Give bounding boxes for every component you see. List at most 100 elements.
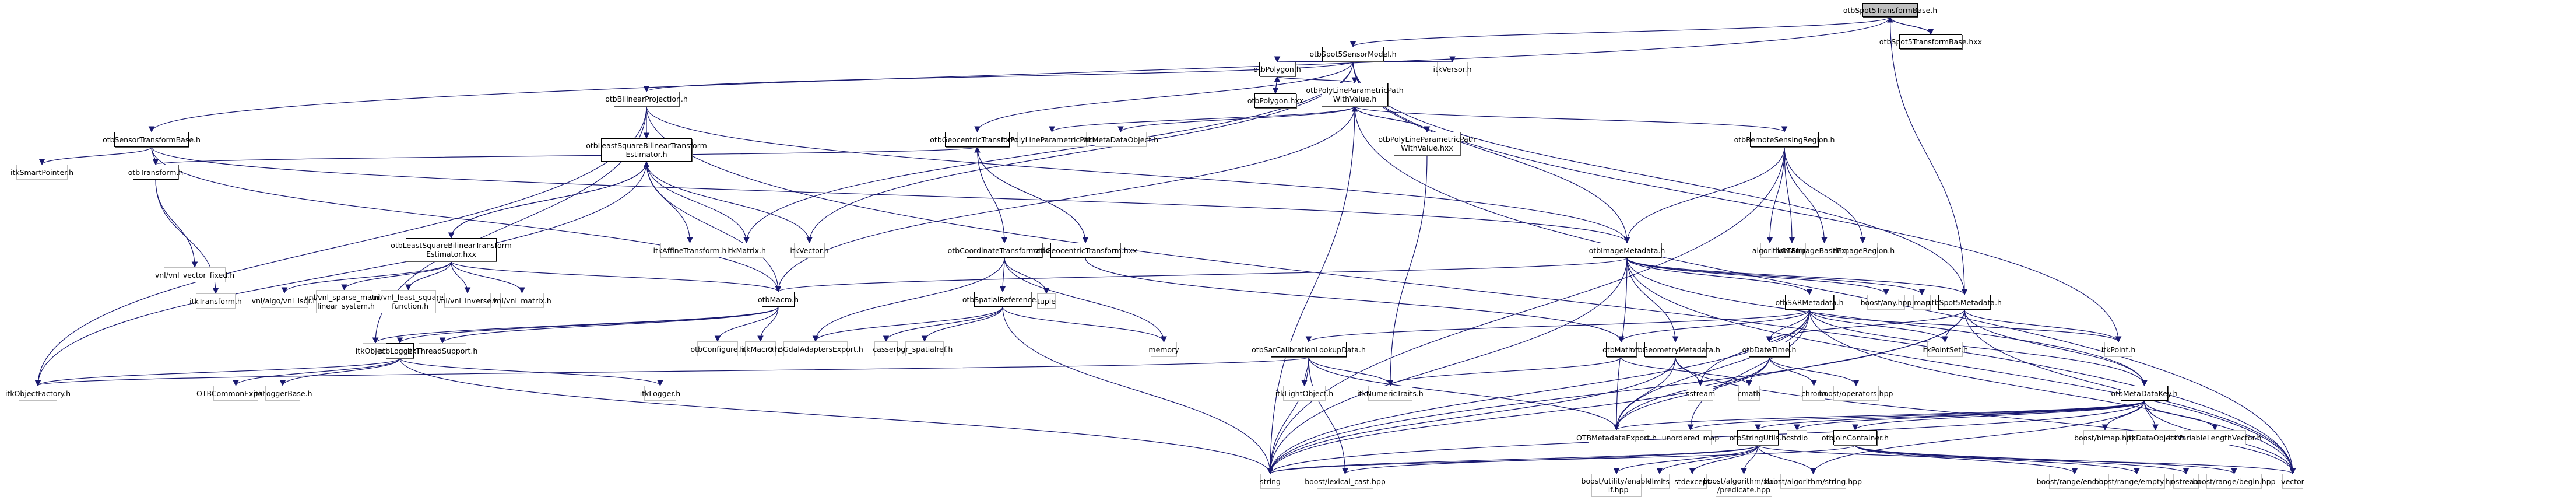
- edge-rsregion-to-iomanip: [1784, 146, 1795, 244]
- edge-lsq_hxx-to-lsq: [451, 160, 650, 239]
- node-geocentric_hxx[interactable]: otbGeocentricTransform.hxx: [1034, 243, 1137, 258]
- edge-stringutils-to-stdexcept: [1689, 445, 1759, 475]
- node-joincontainer[interactable]: otbJoinContainer.h: [1822, 430, 1889, 445]
- edge-lsq_hxx-to-vnlinverse: [451, 261, 471, 294]
- edge-imagemeta-to-spot5meta: [1626, 257, 1968, 296]
- node-root[interactable]: otbSpot5TransformBase.h: [1843, 3, 1937, 17]
- edge-stringutils-to-string: [1267, 445, 1759, 475]
- edge-rsregion-to-otbimagebaseexport: [1784, 146, 1828, 244]
- node-itklightobject: itkLightObject.h: [1275, 386, 1333, 401]
- edge-sarmeta-to-itkpointset: [1809, 309, 1948, 343]
- edge-imagemeta-to-geommeta: [1626, 257, 1679, 343]
- edge-bilinear-to-imagemeta: [646, 106, 1630, 244]
- edge-imagemeta-to-otbmacro: [775, 257, 1628, 293]
- node-otbmetadataexport: OTBMetadataExport.h: [1576, 430, 1657, 445]
- node-string: string: [1260, 474, 1281, 489]
- edge-sarmeta-to-vector: [1809, 309, 2296, 475]
- node-stringutils[interactable]: otbStringUtils.h: [1730, 430, 1786, 445]
- edge-geocentric-to-otbtransform: [153, 146, 978, 166]
- node-vnlfixed: vnl/vnl_vector_fixed.h: [155, 267, 234, 282]
- edge-sarmeta-to-otbmetadataexport: [1613, 309, 1810, 431]
- edge-lsq-to-itkobjectfactory: [34, 161, 647, 387]
- edge-sarcalib-to-lexicalcast: [1308, 356, 1348, 475]
- node-boostbimap: boost/bimap.hpp: [2074, 430, 2136, 445]
- node-otbtransform[interactable]: otbTransform.h: [128, 165, 183, 180]
- node-cmath: cmath: [1738, 386, 1760, 401]
- node-cassert: cassert: [873, 341, 899, 356]
- edge-sensormodel-to-polygon: [1275, 55, 1354, 63]
- edge-lsq-to-itkvector: [646, 161, 813, 244]
- edge-stringutils-to-predicate: [1741, 445, 1759, 475]
- edge-bilinear-to-vector: [646, 106, 2296, 475]
- node-sarmeta[interactable]: otbSARMetadata.h: [1776, 295, 1844, 310]
- node-memory: memory: [1148, 342, 1179, 357]
- node-polygon_hxx[interactable]: otbPolygon.hxx: [1247, 93, 1303, 108]
- edge-joincontainer-to-rangeend: [1854, 445, 2078, 475]
- node-root_hxx[interactable]: otbSpot5TransformBase.hxx: [1879, 34, 1982, 49]
- node-ogrspatialref: ogr_spatialref.h: [897, 341, 953, 356]
- edge-sensortb-to-imagemeta: [151, 146, 1630, 244]
- node-sarcalib[interactable]: otbSarCalibrationLookupData.h: [1252, 342, 1366, 357]
- node-lsq[interactable]: otbLeastSquareBilinearTransform Estimato…: [586, 138, 707, 162]
- edge-datetime-to-string: [1267, 356, 1770, 475]
- edge-bilinear-to-itkobjectfactory: [34, 106, 647, 387]
- node-algostring: boost/algorithm/string.hpp: [1765, 474, 1862, 489]
- node-polyline_hxx[interactable]: otbPolyLineParametricPath WithValue.hxx: [1378, 132, 1476, 155]
- node-lsq_hxx[interactable]: otbLeastSquareBilinearTransform Estimato…: [391, 238, 512, 261]
- edge-sarmeta-to-otbmath: [1618, 309, 1810, 343]
- node-itkdataobject: itkDataObject.h: [2127, 430, 2184, 445]
- node-limits: limits: [1650, 474, 1670, 489]
- edge-spatialref-to-cassert: [883, 306, 1003, 342]
- node-gdaladapters: OTBGdalAdaptersExport.h: [768, 341, 863, 356]
- edge-stringutils-to-limits: [1656, 445, 1759, 475]
- edge-spatialref-to-gdaladapters: [812, 306, 1003, 342]
- edge-geommeta-to-otbmetadataexport: [1613, 356, 1676, 431]
- node-otbmath[interactable]: otbMath.h: [1602, 342, 1640, 357]
- node-vnllsqr: vnl/algo/vnl_lsqr.h: [252, 293, 317, 308]
- node-polygon[interactable]: otbPolygon.h: [1253, 62, 1301, 76]
- node-imagemeta[interactable]: otbImageMetadata.h: [1589, 243, 1665, 258]
- node-otbmacro[interactable]: otbMacro.h: [758, 292, 799, 307]
- edge-sensortb-to-itksmartpointer: [38, 146, 152, 166]
- edge-sarcalib-to-string: [1267, 356, 1309, 475]
- edge-spot5meta-to-otbmetadataexport: [1613, 309, 1965, 431]
- node-itknumerictraits: itkNumericTraits.h: [1357, 386, 1424, 401]
- node-vnlinverse: vnl/vnl_inverse.h: [437, 293, 498, 308]
- edge-rsregion-to-imagemeta: [1623, 146, 1785, 244]
- edge-sensormodel-to-itkmatrix: [743, 61, 1354, 244]
- node-cstdio: cstdio: [1786, 430, 1808, 445]
- node-geocentric[interactable]: otbGeocentricTransform.h: [930, 132, 1025, 147]
- edge-polyline-to-vector: [1354, 106, 2296, 475]
- node-geommeta[interactable]: otbGeometryMetadata.h: [1630, 342, 1720, 357]
- edge-otblogger-to-itkobjectfactory: [34, 358, 400, 387]
- node-otblogger[interactable]: otbLogger.h: [378, 343, 421, 358]
- edge-geocentric_hxx-to-otbmath: [1085, 257, 1625, 343]
- node-algorithm: algorithm: [1752, 243, 1787, 258]
- node-spatialref[interactable]: otbSpatialReference.h: [962, 292, 1043, 307]
- node-sensormodel[interactable]: otbSpot5SensorModel.h: [1309, 47, 1397, 61]
- node-polyline[interactable]: otbPolyLineParametricPath WithValue.h: [1306, 83, 1404, 106]
- edge-polyline_hxx-to-polyline: [1351, 105, 1428, 132]
- node-metadatakey[interactable]: otbMetaDataKey.h: [2111, 386, 2178, 401]
- edge-joincontainer-to-rangebegin: [1854, 445, 2237, 475]
- node-spot5meta[interactable]: otbSpot5Metadata.h: [1927, 295, 2002, 310]
- edge-sensormodel-to-itkpoint: [1352, 61, 2122, 343]
- edge-joincontainer-to-rangeempty: [1854, 445, 2140, 475]
- edge-metadatakey-to-algostring: [1810, 400, 2145, 475]
- edge-polyline-to-itkmetadataobject: [1117, 106, 1355, 133]
- node-datetime[interactable]: otbDateTime.h: [1742, 342, 1796, 357]
- node-stdexcept: stdexcept: [1674, 474, 1710, 489]
- node-bilinear[interactable]: otbBilinearProjection.h: [605, 92, 688, 106]
- node-itkvector: itkVector.h: [790, 243, 829, 258]
- edge-root_hxx-to-root: [1887, 16, 1931, 35]
- node-sensortb[interactable]: otbSensorTransformBase.h: [103, 132, 201, 147]
- edge-geommeta-to-string: [1267, 356, 1676, 475]
- node-coordtrans[interactable]: otbCoordinateTransformation.h: [948, 243, 1061, 258]
- edge-spatialref-to-ogrspatialref: [921, 306, 1003, 342]
- node-rangebegin: boost/range/begin.hpp: [2192, 474, 2276, 489]
- node-rsregion[interactable]: otbRemoteSensingRegion.h: [1734, 132, 1835, 147]
- node-otbcommonexport: OTBCommonExport.h: [196, 386, 275, 401]
- node-boostany: boost/any.hpp: [1861, 295, 1911, 310]
